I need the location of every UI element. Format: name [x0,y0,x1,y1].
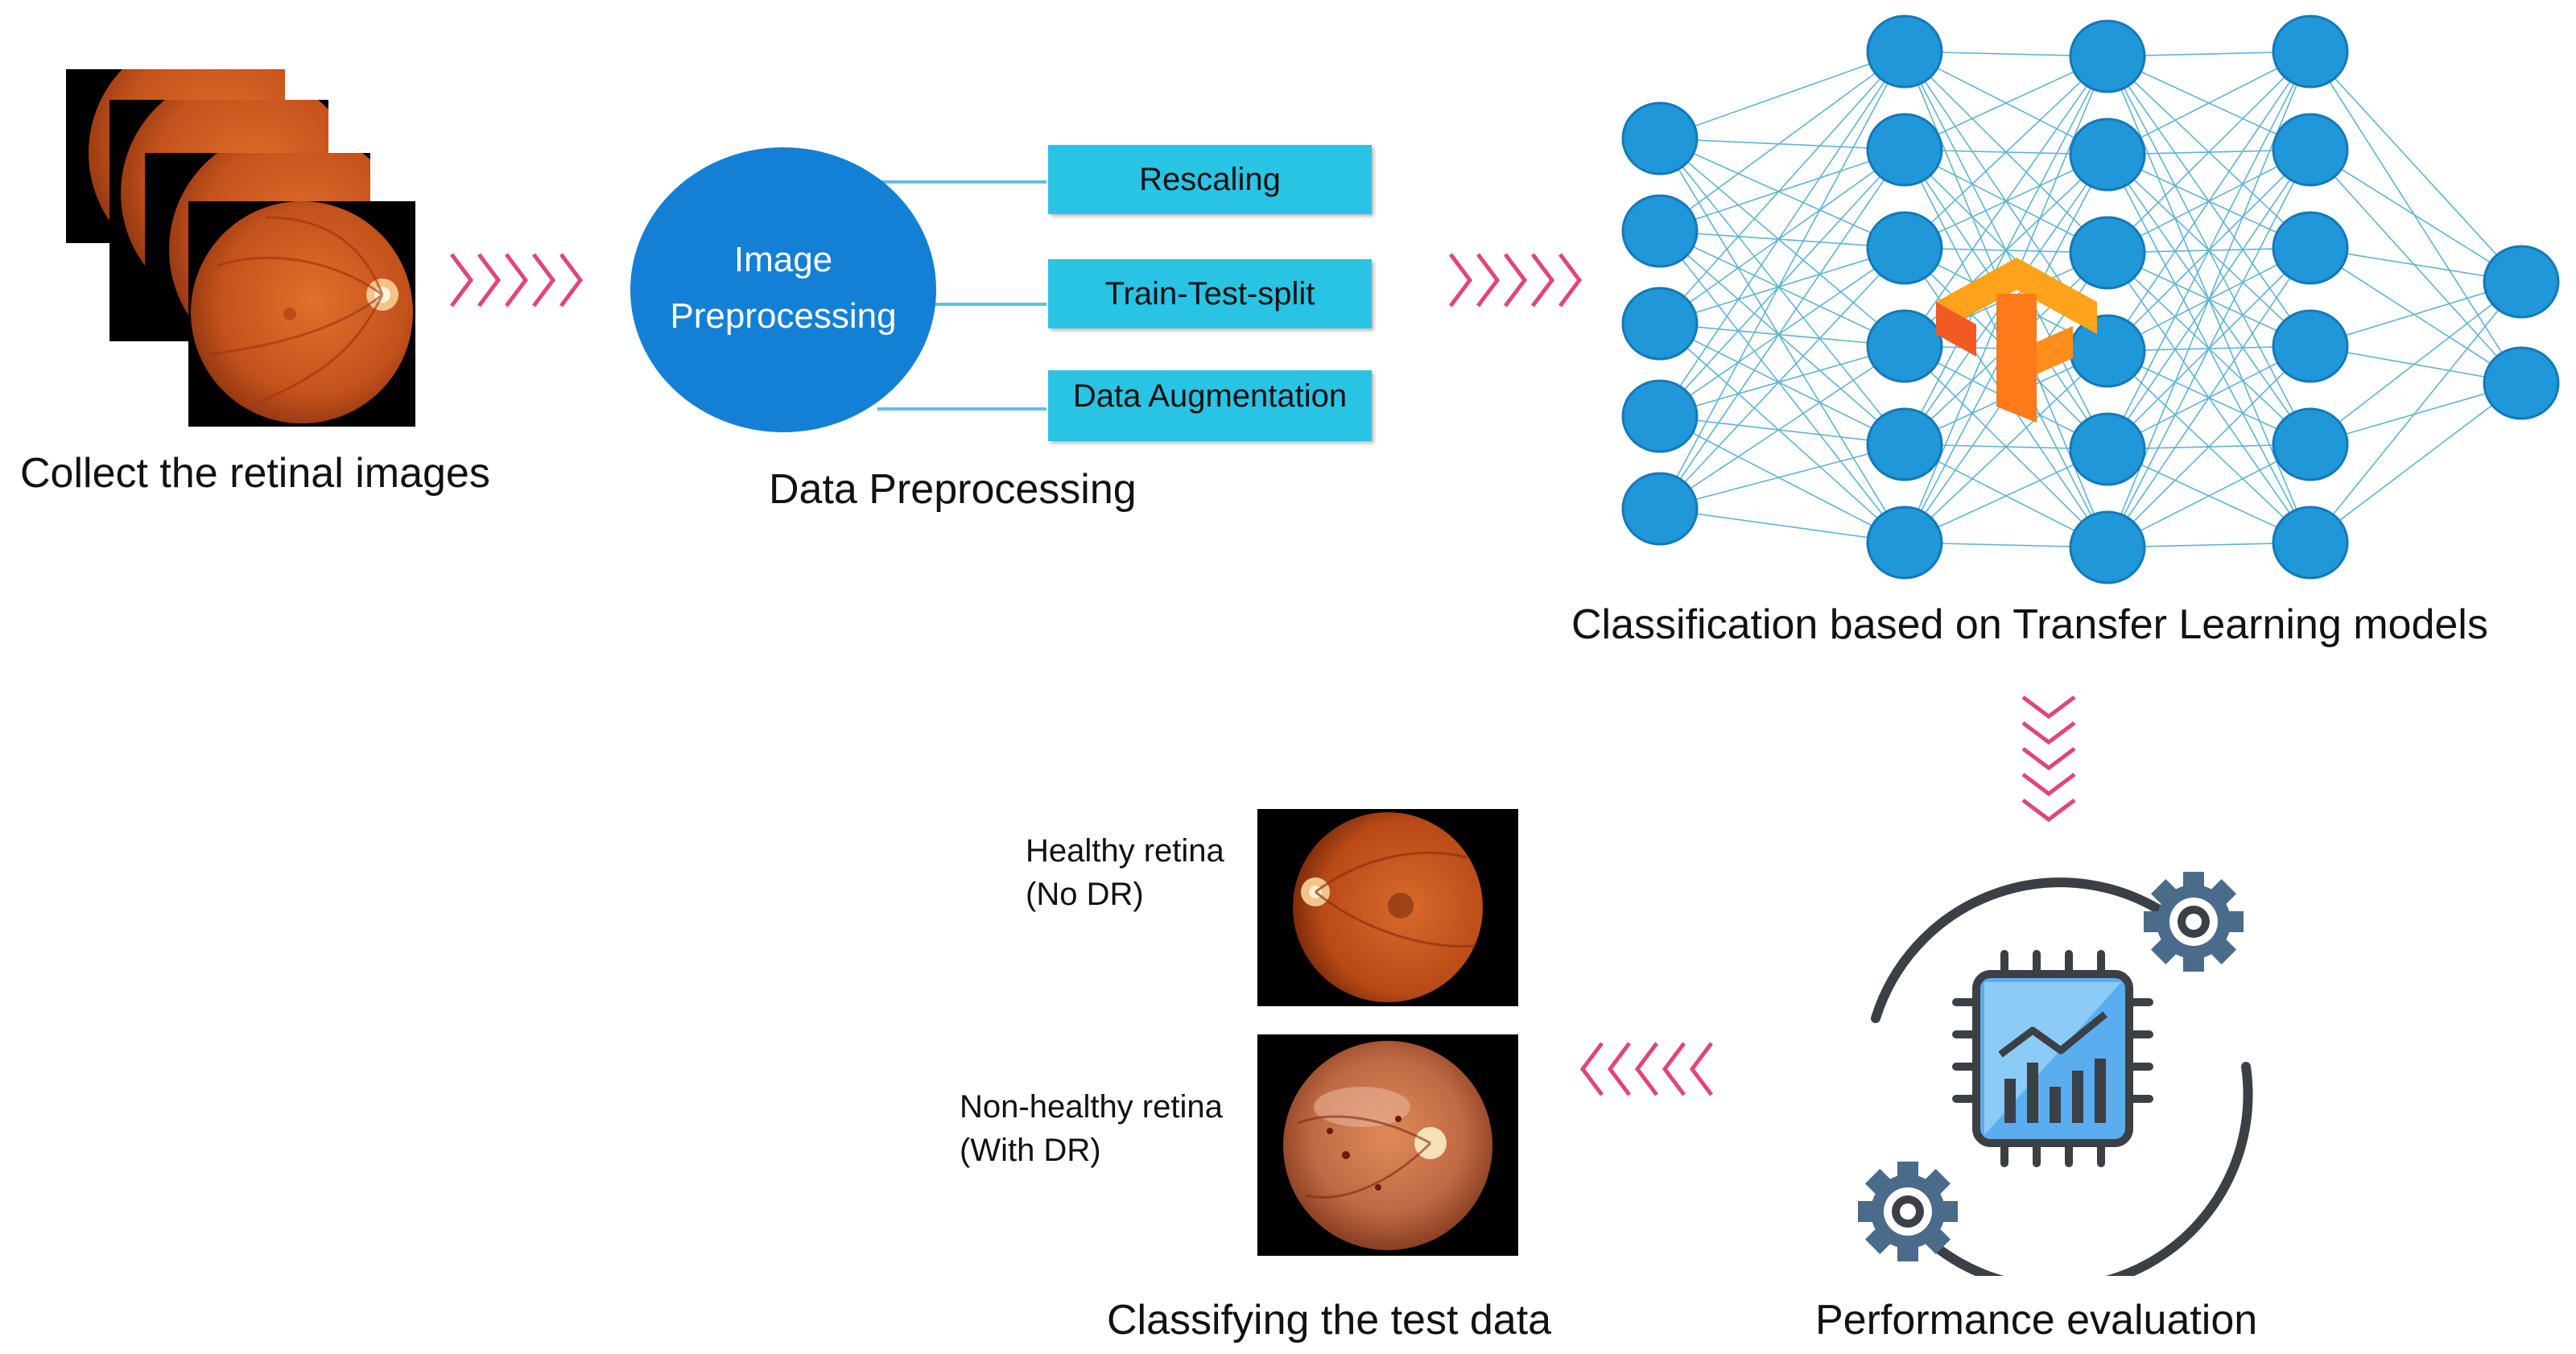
evaluate-caption: Performance evaluation [1815,1297,2258,1344]
arrow-right-icon [450,253,584,308]
non-healthy-retina-image [1257,1034,1518,1256]
arrow-left-icon [1579,1042,1713,1096]
network-node-layer1-4 [1621,379,1699,453]
network-node-layer1-1 [1621,101,1699,175]
image-preprocessing-circle [630,147,936,432]
network-node-layer2-4 [1866,309,1943,383]
circle-label-line1: Image [733,240,833,279]
collect-caption: Collect the retinal images [20,450,490,497]
network-node-layer4-3 [2272,211,2349,285]
network-node-layer1-5 [1621,472,1699,546]
train-test-split-box: Train-Test-split [1048,259,1372,328]
network-node-layer3-6 [2069,510,2146,584]
tensorflow-logo [1936,258,2097,423]
retinal-image-stack [66,69,415,427]
network-node-layer2-6 [1866,506,1943,580]
classify-test-caption: Classifying the test data [1107,1297,1552,1344]
network-node-layer3-2 [2069,118,2146,192]
circle-label-line2: Preprocessing [670,296,897,336]
network-node-layer1-3 [1621,287,1699,361]
network-node-layer4-2 [2272,113,2349,187]
network-node-layer5-2 [2483,346,2560,420]
network-node-layer5-1 [2483,245,2560,319]
network-node-layer2-1 [1866,14,1943,89]
network-node-layer3-5 [2069,412,2146,486]
preprocess-caption: Data Preprocessing [769,466,1137,513]
performance-evaluation-icon [1858,872,2253,1276]
network-node-layer1-2 [1621,194,1699,268]
network-node-layer2-2 [1866,113,1943,187]
arrow-right-icon [1449,253,1583,308]
network-node-layer3-1 [2069,19,2146,93]
healthy-retina-label: Healthy retina (No DR) [1026,833,1224,912]
network-node-layer4-5 [2272,407,2349,481]
network-node-layer4-6 [2272,506,2349,580]
network-node-layer3-3 [2069,216,2146,290]
network-node-layer2-5 [1866,407,1943,481]
non-healthy-retina-label: Non-healthy retina (With DR) [960,1089,1223,1168]
data-augmentation-box: Data Augmentation [1048,370,1372,441]
network-node-layer2-3 [1866,211,1943,285]
arrow-down-icon [2021,696,2076,823]
rescaling-box: Rescaling [1048,145,1372,214]
healthy-retina-image [1257,809,1518,1006]
network-node-layer4-1 [2272,14,2349,89]
image-preprocessing-label: Image Preprocessing [626,240,940,336]
network-node-layer4-4 [2272,309,2349,383]
neural-network [1621,14,2560,584]
classify-models-caption: Classification based on Transfer Learnin… [1571,601,2488,648]
